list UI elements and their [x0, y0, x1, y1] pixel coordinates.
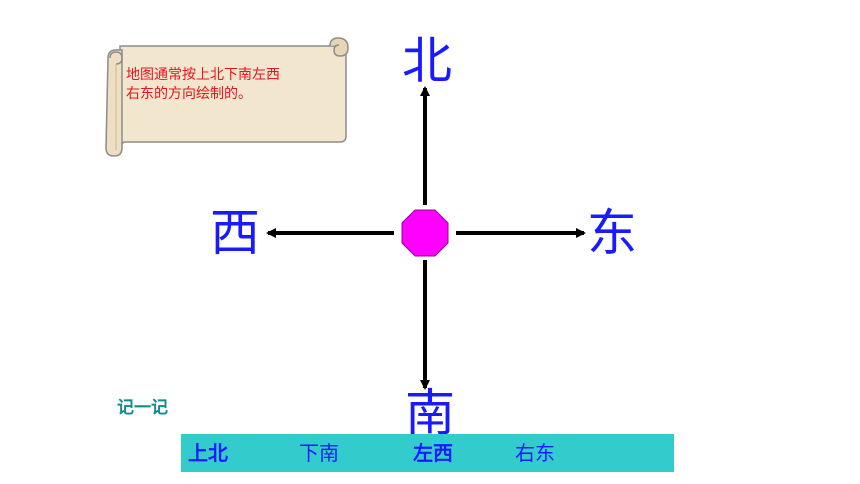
note-line-2: 右东的方向绘制的。 [126, 86, 252, 102]
north-label: 北 [402, 32, 452, 90]
east-label: 东 [587, 204, 637, 262]
mnemonic-bar: 上北 下南 左西 右东 [181, 434, 674, 472]
mnemonic-item-right-east: 右东 [515, 441, 555, 465]
octagon-icon [401, 209, 449, 257]
south-label: 南 [405, 384, 455, 442]
remember-label: 记一记 [117, 398, 168, 418]
note-line-1: 地图通常按上北下南左西 [126, 67, 280, 83]
mnemonic-item-down-south: 下南 [299, 441, 339, 465]
scroll-icon [105, 37, 349, 157]
west-label: 西 [210, 204, 260, 262]
mnemonic-item-left-west: 左西 [413, 441, 453, 465]
mnemonic-item-up-north: 上北 [188, 441, 228, 465]
scroll-note: 地图通常按上北下南左西 右东的方向绘制的。 [104, 36, 352, 158]
note-text: 地图通常按上北下南左西 右东的方向绘制的。 [126, 66, 336, 104]
